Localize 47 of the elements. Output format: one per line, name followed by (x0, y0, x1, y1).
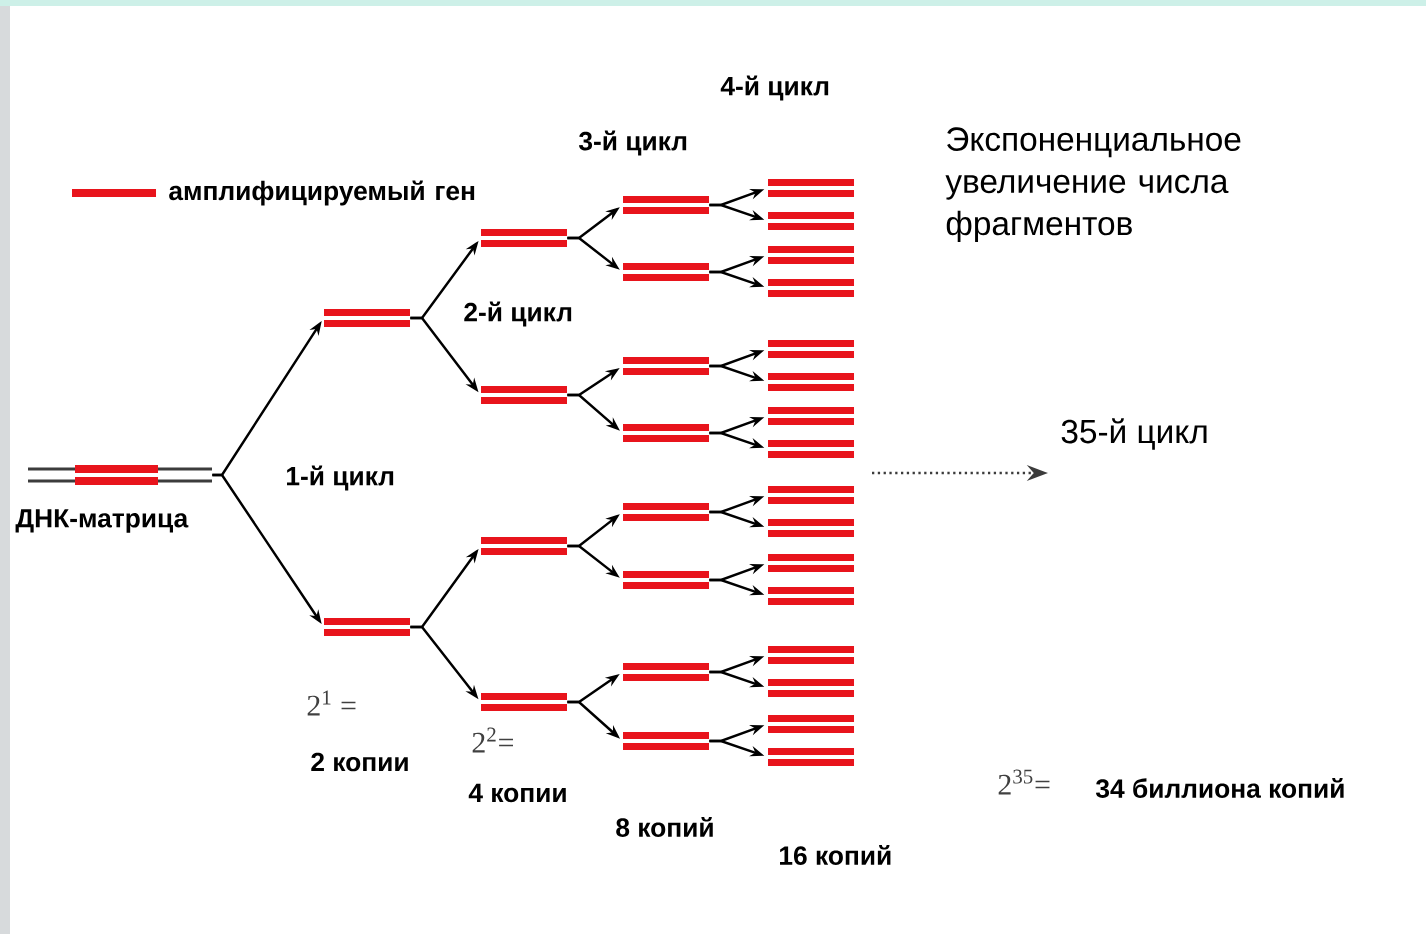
dna-bar (768, 440, 854, 458)
dna-bar (623, 196, 709, 214)
dna-bar (768, 587, 854, 605)
dna-bar (623, 263, 709, 281)
dna-bar (768, 679, 854, 697)
dna-bar (768, 554, 854, 572)
dna-bar (768, 246, 854, 264)
dna-bar (623, 503, 709, 521)
copy-count-label: 34 биллиона копий (1095, 778, 1344, 798)
power-formula: 2$^{2}$= (472, 727, 513, 753)
copy-count-label: 16 копий (780, 845, 891, 865)
dna-bar (768, 340, 854, 358)
dna-bar (623, 732, 709, 750)
cycle-label: 4-й цикл (720, 75, 829, 101)
dna-bar (481, 386, 567, 404)
dna-bar (623, 571, 709, 589)
dna-bar (623, 663, 709, 681)
dna-bar (481, 229, 567, 247)
legend-text: амплифицируемый ген (169, 180, 475, 206)
dna-bar (28, 465, 212, 485)
dna-bar (623, 357, 709, 375)
copy-count-label: 2 копии (311, 752, 408, 772)
node-caption: ДНК-матрица (15, 509, 189, 533)
copy-count-label: 8 копий (616, 817, 713, 837)
power-formula: 2$^{35}$= (998, 769, 1050, 795)
copy-count-label: 4 копии (468, 783, 566, 803)
cycle-label: 35-й цикл (1061, 418, 1207, 450)
dna-bar (768, 715, 854, 733)
dna-bar (768, 373, 854, 391)
dna-bar (324, 309, 410, 327)
cycle-label: 3-й цикл (578, 130, 687, 156)
heading-text: Экспоненциальное увеличение числа фрагментов (945, 127, 1241, 242)
dna-bar (768, 646, 854, 664)
dna-bar (623, 424, 709, 442)
cycle-label: 1-й цикл (287, 465, 394, 491)
dna-bar (768, 279, 854, 297)
power-formula: 2$^{1}$ = (307, 690, 356, 716)
cycle-label: 2-й цикл (464, 301, 572, 327)
dna-bar (768, 519, 854, 537)
dna-bar (481, 693, 567, 711)
dna-bar (768, 486, 854, 504)
dna-bar (481, 537, 567, 555)
dna-bar (324, 618, 410, 636)
dna-bar (768, 212, 854, 230)
dna-bar (768, 407, 854, 425)
dna-bar (768, 179, 854, 197)
dna-bar (768, 748, 854, 766)
